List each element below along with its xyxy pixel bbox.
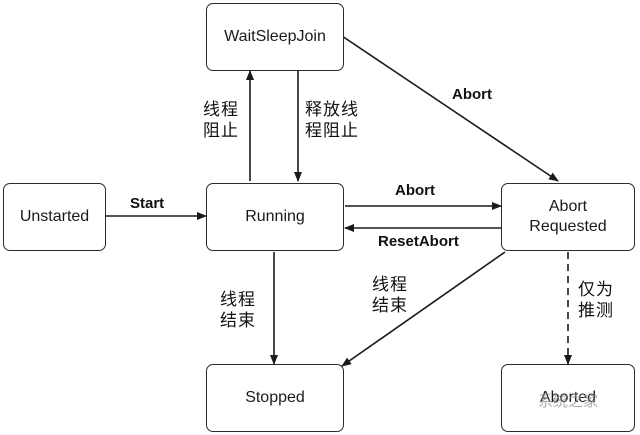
state-abort-requested-line2: Requested [529, 218, 607, 235]
state-unstarted: Unstarted [3, 183, 106, 251]
edge-label-block-line1: 线程 [203, 100, 239, 120]
edge-label-end-left: 线程 结束 [220, 290, 256, 332]
edge-label-end-left-line1: 线程 [220, 290, 256, 310]
edge-label-end-left-line2: 结束 [220, 311, 256, 331]
edge-label-release: 释放线 程阻止 [305, 100, 359, 142]
watermark-logo: 系统之家 [538, 392, 599, 410]
edge-label-abort-mid: Abort [395, 182, 435, 199]
state-abort-requested: Abort Requested [501, 183, 635, 251]
arrow-end-mid [341, 251, 506, 367]
state-stopped: Stopped [206, 364, 344, 432]
state-aborted: Aborted [501, 364, 635, 432]
edge-label-release-line1: 释放线 [305, 100, 359, 120]
edge-label-guess: 仅为 推测 [578, 280, 614, 322]
edge-label-block-line2: 阻止 [203, 121, 239, 141]
state-waitsleepjoin-label: WaitSleepJoin [224, 28, 326, 45]
edge-label-end-mid-line2: 结束 [372, 296, 408, 316]
state-waitsleepjoin: WaitSleepJoin [206, 3, 344, 71]
edge-label-reset-abort: ResetAbort [378, 233, 459, 250]
state-stopped-label: Stopped [245, 389, 305, 406]
edge-label-start: Start [130, 195, 165, 212]
edge-label-guess-line1: 仅为 [578, 280, 614, 300]
state-running: Running [206, 183, 344, 251]
edge-label-release-line2: 程阻止 [305, 121, 359, 141]
edge-label-guess-line2: 推测 [578, 301, 614, 321]
edge-label-abort-top: Abort [452, 86, 492, 103]
state-running-label: Running [245, 208, 305, 225]
edge-label-block: 线程 阻止 [203, 100, 239, 142]
state-aborted-label: Aborted [539, 389, 597, 406]
edge-label-end-mid: 线程 结束 [372, 275, 408, 317]
state-abort-requested-line1: Abort [548, 198, 588, 215]
arrow-abort-top [341, 35, 559, 182]
state-unstarted-label: Unstarted [19, 208, 90, 225]
edge-label-end-mid-line1: 线程 [372, 275, 408, 295]
